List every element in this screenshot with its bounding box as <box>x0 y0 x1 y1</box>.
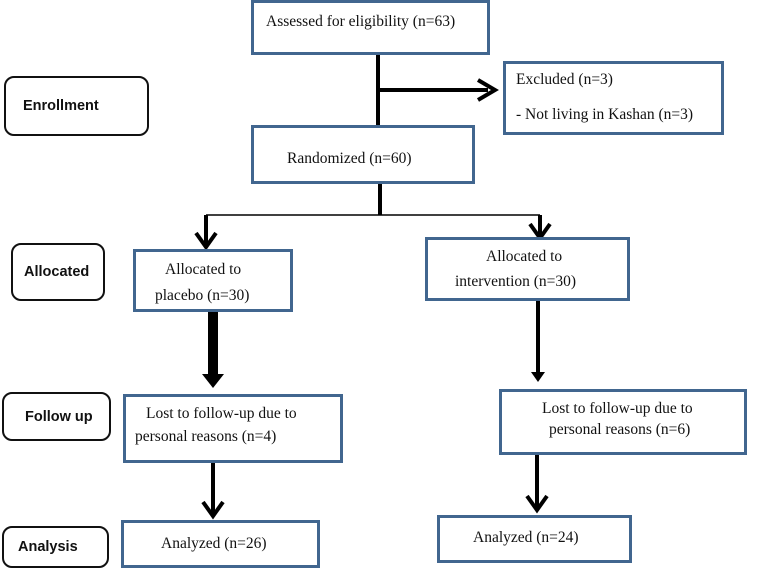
intervention-line1: Allocated to <box>486 248 563 265</box>
excluded-title: Excluded (n=3) <box>516 71 613 88</box>
arrowhead-placebo <box>194 231 218 251</box>
box-allocated-placebo: Allocated to placebo (n=30) <box>133 249 293 312</box>
analyzed-intervention-text: Analyzed (n=24) <box>473 529 579 546</box>
stage-analysis: Analysis <box>2 526 109 568</box>
box-analyzed-intervention: Analyzed (n=24) <box>437 515 632 563</box>
box-lost-intervention: Lost to follow-up due to personal reason… <box>499 389 747 455</box>
lost-placebo-line2: personal reasons (n=4) <box>135 428 277 445</box>
placebo-line2: placebo (n=30) <box>155 287 250 304</box>
analyzed-placebo-text: Analyzed (n=26) <box>161 535 267 552</box>
box-randomized: Randomized (n=60) <box>251 125 475 184</box>
arrowhead-analyzed-intervention <box>525 494 549 514</box>
arrowhead-analyzed-placebo <box>201 500 225 520</box>
placebo-line1: Allocated to <box>165 261 242 278</box>
box-analyzed-placebo: Analyzed (n=26) <box>121 520 320 568</box>
arrowhead-excluded <box>476 78 499 102</box>
box-allocated-intervention: Allocated to intervention (n=30) <box>425 237 630 301</box>
stage-analysis-label: Analysis <box>18 539 78 555</box>
lost-placebo-line1: Lost to follow-up due to <box>146 405 297 422</box>
stage-enrollment-label: Enrollment <box>23 98 99 114</box>
randomized-text: Randomized (n=60) <box>287 150 412 167</box>
stage-follow-up-label: Follow up <box>25 408 93 425</box>
stage-enrollment: Enrollment <box>4 76 149 136</box>
stage-allocated: Allocated <box>11 243 105 301</box>
lost-intervention-line1: Lost to follow-up due to <box>542 400 693 417</box>
box-lost-placebo: Lost to follow-up due to personal reason… <box>123 394 343 463</box>
box-excluded: Excluded (n=3) - Not living in Kashan (n… <box>503 61 724 135</box>
stage-follow-up: Follow up <box>2 392 111 441</box>
box-assessed: Assessed for eligibility (n=63) <box>251 0 490 55</box>
stage-allocated-label: Allocated <box>24 264 90 280</box>
assessed-text: Assessed for eligibility (n=63) <box>266 13 456 30</box>
lost-intervention-line2: personal reasons (n=6) <box>549 421 691 438</box>
intervention-line2: intervention (n=30) <box>455 273 577 290</box>
excluded-reason: - Not living in Kashan (n=3) <box>516 106 694 123</box>
arrowhead-placebo-lost <box>202 374 224 388</box>
arrowhead-intervention-lost <box>531 372 545 382</box>
